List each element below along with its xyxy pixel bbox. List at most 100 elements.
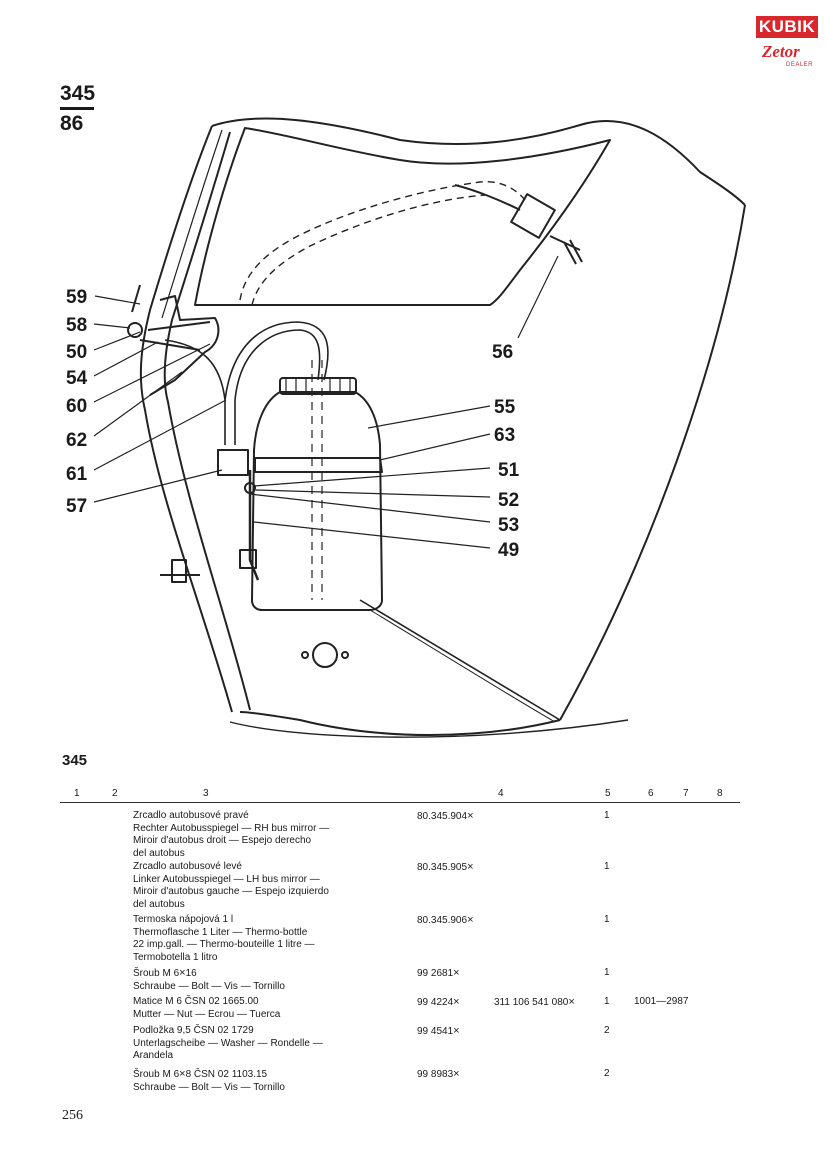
multiply-mark-icon: × <box>453 996 460 1008</box>
front-pillar-line <box>161 129 223 319</box>
quantity: 1 <box>604 967 610 978</box>
thermo-bottle-body <box>251 391 383 611</box>
callout-53: 53 <box>498 515 519 536</box>
table-id: 345 <box>62 752 88 769</box>
cab-floor-lower <box>229 719 629 738</box>
bottle-holder-side <box>248 470 260 581</box>
leader-49 <box>253 521 491 549</box>
front-pillar-outer <box>139 125 233 713</box>
callout-63: 63 <box>494 425 515 446</box>
multiply-mark-icon: × <box>467 810 474 822</box>
thermo-bottle-cap-ribs <box>285 378 351 394</box>
callout-57: 57 <box>66 496 87 517</box>
desc-line: Zrcadlo autobusové pravé <box>133 810 249 821</box>
col-7: 7 <box>683 788 689 799</box>
desc-line: Linker Autobusspiegel — LH bus mirror — <box>133 873 320 885</box>
figure-number-block: 345 86 <box>60 82 100 136</box>
serial-range: 1001—2987 <box>634 996 689 1007</box>
rear-wall-line-2 <box>369 609 556 723</box>
part-number: 99 2681× <box>417 967 460 979</box>
desc-line: Rechter Autobusspiegel — RH bus mirror — <box>133 822 330 834</box>
holder-screw-51 <box>244 482 256 494</box>
leader-51 <box>253 467 491 487</box>
desc-line: Matice M 6 ČSN 02 1665.00 <box>133 996 259 1007</box>
col-5: 5 <box>605 788 611 799</box>
desc-line: Unterlagscheibe — Washer — Rondelle — <box>133 1037 323 1049</box>
front-pillar-inner <box>163 131 251 711</box>
row-description: Šroub M 6×16 Schraube — Bolt — Vis — Tor… <box>133 967 393 993</box>
logo-brand: KUBIK <box>756 16 818 38</box>
floor-mount <box>171 559 187 583</box>
callout-50: 50 <box>66 342 87 363</box>
holder-clip-lower <box>239 549 257 569</box>
desc-line: Miroir d'autobus gauche — Espejo izquier… <box>133 886 329 898</box>
col-4: 4 <box>498 788 504 799</box>
quantity: 2 <box>604 1025 610 1036</box>
kubik-zetor-logo: KUBIK Zetor DEALER <box>756 16 818 72</box>
multiply-mark-icon: × <box>453 1068 460 1080</box>
col-1: 1 <box>74 788 80 799</box>
leader-57 <box>93 469 223 503</box>
multiply-mark-icon: × <box>568 996 575 1008</box>
leader-62 <box>93 371 183 437</box>
holder-bracket <box>217 449 249 476</box>
multiply-mark-icon: × <box>179 1068 186 1080</box>
desc-line: Termoska nápojová 1 l <box>133 914 234 925</box>
row-description: Zrcadlo autobusové levé Linker Autobussp… <box>133 861 393 911</box>
callout-61: 61 <box>66 464 88 485</box>
callout-52: 52 <box>498 490 519 511</box>
mirror-knob <box>549 235 583 265</box>
mirror-cable <box>454 184 521 211</box>
callout-60: 60 <box>66 396 87 417</box>
part-number: 80.345.905× <box>417 861 474 873</box>
desc-line: 22 imp.gall. — Thermo-bouteille 1 litre … <box>133 939 315 951</box>
water-tube <box>164 321 329 445</box>
quantity: 1 <box>604 810 610 821</box>
row-description: Termoska nápojová 1 l Thermoflasche 1 Li… <box>133 914 393 964</box>
cab-rear-edge <box>559 204 746 721</box>
leader-52 <box>255 489 491 498</box>
leader-56 <box>517 255 559 339</box>
thermo-bottle-cap <box>279 377 357 395</box>
leader-58 <box>93 323 131 329</box>
quantity: 1 <box>604 914 610 925</box>
logo-sub-brand: Zetor <box>762 42 800 61</box>
pillar-bolt <box>127 322 143 338</box>
pillar-bracket <box>149 295 220 396</box>
logo-tagline: DEALER <box>786 62 814 68</box>
part-number: 99 4224× <box>417 996 460 1008</box>
figure-number: 345 <box>60 82 96 105</box>
col-8: 8 <box>717 788 723 799</box>
alt-part-number: 311 106 541 080× <box>494 996 575 1008</box>
multiply-mark-icon: × <box>467 914 474 926</box>
cab-roof-outline <box>211 117 746 206</box>
col-2: 2 <box>112 788 118 799</box>
desc-line: del autobus <box>133 898 185 910</box>
leader-53 <box>249 493 491 523</box>
part-number: 80.345.906× <box>417 914 474 926</box>
desc-line: Mutter — Nut — Ecrou — Tuerca <box>133 1008 281 1020</box>
part-number: 99 4541× <box>417 1025 460 1037</box>
cab-floor <box>239 711 561 736</box>
desc-line: Thermoflasche 1 Liter — Thermo-bottle <box>133 926 308 938</box>
desc-line: Šroub M 6×16 <box>133 967 197 979</box>
figure-page-ref: 86 <box>60 112 84 135</box>
multiply-mark-icon: × <box>467 861 474 873</box>
mirror-clamp <box>510 193 556 239</box>
desc-line: Schraube — Bolt — Vis — Tornillo <box>133 1081 285 1093</box>
leader-63 <box>379 433 491 461</box>
figure-number-divider <box>60 107 94 110</box>
rear-wall-bolt-l <box>301 651 309 659</box>
callout-55: 55 <box>494 397 516 418</box>
desc-line: del autobus <box>133 847 185 859</box>
row-description: Zrcadlo autobusové pravé Rechter Autobus… <box>133 810 393 860</box>
leader-54 <box>93 341 159 377</box>
multiply-mark-icon: × <box>179 967 186 979</box>
row-description: Šroub M 6×8 ČSN 02 1103.15 Schraube — Bo… <box>133 1068 393 1094</box>
rear-wall-line <box>359 599 561 721</box>
callout-59: 59 <box>66 287 87 308</box>
window-seal-dashed-2 <box>251 194 486 306</box>
leader-50 <box>93 331 141 351</box>
desc-line: Šroub M 6×8 ČSN 02 1103.15 <box>133 1068 268 1080</box>
callout-62: 62 <box>66 430 87 451</box>
